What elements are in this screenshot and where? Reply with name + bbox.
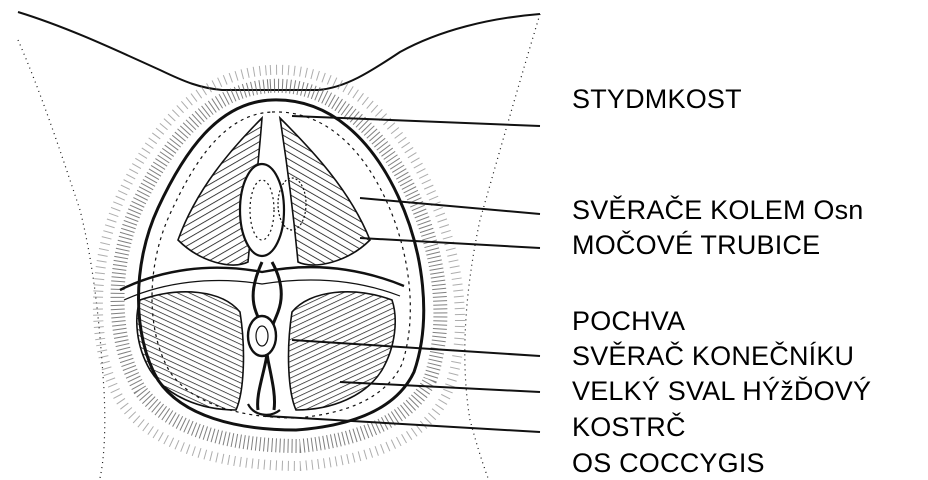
label-mocove-trubice: MOČOVÉ TRUBICE [572, 232, 820, 259]
label-pochva: POCHVA [572, 308, 685, 335]
anus-shape [248, 316, 276, 356]
label-kostrc: KOSTRČ [572, 414, 686, 441]
urethra-shape [240, 164, 284, 256]
label-sverac-konecniku: SVĚRAČ KONEČNÍKU [572, 343, 854, 370]
label-velky-sval-hyzdovy: VELKÝ SVAL HÝžĎOVÝ [572, 378, 871, 405]
label-os-coccygis: OS COCCYGIS [572, 450, 765, 477]
label-sverace-kolem: SVĚRAČE KOLEM Osn [572, 197, 864, 224]
label-stydmkost: STYDMKOST [572, 86, 742, 113]
